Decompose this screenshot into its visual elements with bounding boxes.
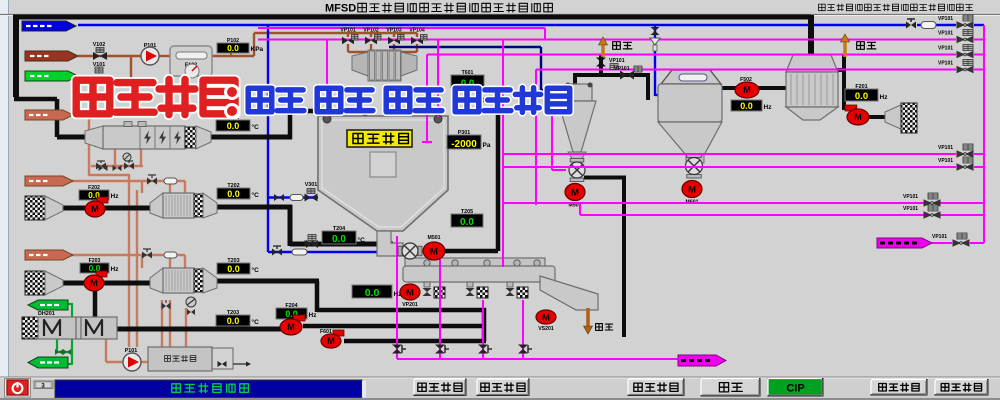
svg-text:F204: F204 [285, 303, 297, 309]
svg-text:0.0: 0.0 [227, 121, 240, 131]
svg-text:VP104: VP104 [409, 28, 425, 34]
svg-text:CIP: CIP [786, 382, 804, 394]
svg-text:0.0: 0.0 [460, 217, 474, 228]
svg-text:VP101: VP101 [340, 28, 356, 34]
svg-text:T202: T202 [227, 183, 239, 189]
svg-text:°C: °C [252, 123, 260, 131]
svg-text:T203: T203 [227, 310, 239, 316]
svg-text:0.0: 0.0 [227, 264, 240, 274]
svg-text:0.0: 0.0 [285, 309, 298, 319]
svg-text:3: 3 [41, 384, 45, 390]
svg-text:Hz: Hz [764, 104, 773, 111]
svg-text:T204: T204 [333, 226, 345, 232]
svg-text:Hz: Hz [394, 291, 403, 298]
svg-text:F203: F203 [89, 258, 101, 264]
svg-text:0.0: 0.0 [89, 263, 101, 273]
svg-text:M: M [430, 246, 438, 257]
svg-text:M: M [406, 287, 414, 298]
svg-text:°C: °C [252, 266, 260, 274]
svg-text:M: M [571, 187, 579, 198]
svg-text:VP101: VP101 [938, 61, 953, 67]
svg-text:V301: V301 [305, 182, 318, 188]
svg-text:P101: P101 [125, 348, 138, 354]
svg-text:Hz: Hz [111, 266, 120, 273]
svg-text:0.0: 0.0 [855, 91, 868, 102]
svg-text:°C: °C [252, 191, 260, 199]
svg-text:MFSD: MFSD [325, 3, 356, 15]
svg-text:V101: V101 [93, 62, 106, 68]
svg-text:VP101: VP101 [932, 234, 947, 240]
svg-text:0.0: 0.0 [365, 287, 380, 299]
svg-text:°C: °C [358, 236, 366, 244]
svg-text:M: M [90, 278, 98, 288]
svg-text:Hz: Hz [309, 312, 318, 319]
svg-text:0.0: 0.0 [227, 43, 239, 53]
svg-text:M: M [542, 312, 550, 323]
svg-text:0.0: 0.0 [88, 190, 100, 200]
svg-text:M: M [743, 85, 751, 95]
svg-text:F202: F202 [88, 185, 100, 191]
svg-text:VP103: VP103 [386, 28, 402, 34]
svg-text:0.0: 0.0 [461, 78, 474, 89]
svg-text:F202: F202 [0, 0, 12, 2]
svg-text:VS201: VS201 [538, 326, 554, 332]
svg-text:Hz: Hz [880, 94, 889, 101]
svg-text:°C: °C [252, 318, 260, 326]
svg-text:F502: F502 [740, 77, 752, 83]
svg-text:VP101: VP101 [609, 58, 625, 64]
svg-text:VP101: VP101 [938, 31, 953, 37]
svg-text:VP101: VP101 [938, 145, 953, 151]
svg-text:VP101: VP101 [938, 46, 953, 52]
svg-text:P101: P101 [144, 43, 157, 49]
svg-text:VP102: VP102 [363, 28, 379, 34]
svg-text:P301: P301 [458, 130, 471, 136]
svg-text:M: M [287, 322, 295, 332]
svg-text:VP101: VP101 [903, 194, 918, 200]
svg-text:T203: T203 [227, 258, 239, 264]
svg-text:0.0: 0.0 [332, 234, 346, 245]
svg-text:VP101: VP101 [614, 66, 630, 72]
svg-text:M: M [327, 336, 335, 346]
svg-text:M: M [854, 112, 862, 122]
svg-text:VP101: VP101 [903, 206, 918, 212]
svg-text:VP101: VP101 [938, 158, 953, 164]
svg-text:DH201: DH201 [38, 311, 55, 317]
svg-text:0.0: 0.0 [740, 101, 753, 111]
svg-text:V102: V102 [93, 42, 106, 48]
svg-text:M501: M501 [569, 203, 582, 209]
svg-text:T205: T205 [461, 209, 473, 215]
svg-text:-2000: -2000 [451, 139, 477, 150]
svg-text:KPa: KPa [251, 46, 264, 53]
svg-text:Hz: Hz [111, 193, 120, 200]
svg-text:0.0: 0.0 [227, 316, 240, 326]
svg-text:F601: F601 [320, 329, 332, 335]
svg-text:M: M [688, 184, 696, 195]
svg-text:VP201: VP201 [402, 302, 418, 308]
svg-text:F201: F201 [855, 84, 867, 90]
svg-text:M: M [91, 204, 99, 214]
svg-text:T601: T601 [462, 70, 474, 76]
svg-text:Pa: Pa [483, 142, 491, 149]
svg-text:VP101: VP101 [938, 16, 953, 22]
svg-text:M501: M501 [428, 235, 441, 241]
svg-text:0.0: 0.0 [227, 189, 240, 199]
svg-text:P102: P102 [227, 38, 239, 44]
